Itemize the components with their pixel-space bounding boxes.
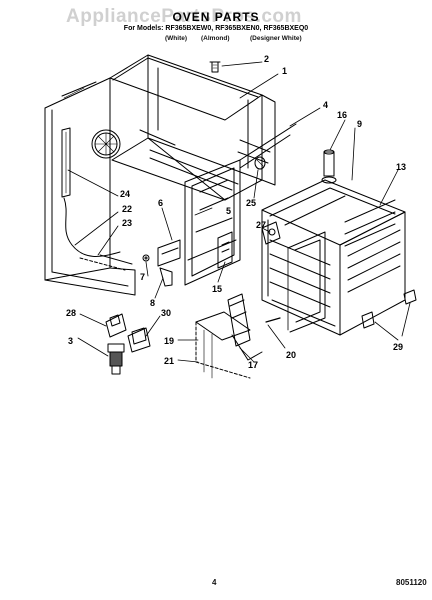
- callout-25: 25: [246, 198, 256, 208]
- callout-23: 23: [122, 218, 132, 228]
- model-numbers: For Models: RF365BXEW0, RF365BXEN0, RF36…: [123, 25, 309, 32]
- front-frame-part: [184, 123, 297, 286]
- light-socket-part: [321, 149, 337, 184]
- screw-part: [209, 61, 221, 73]
- latch-assembly-part: [142, 239, 181, 287]
- callout-17: 17: [248, 360, 258, 370]
- clip-part: [361, 289, 417, 329]
- callout-3: 3: [68, 336, 73, 346]
- callout-28: 28: [66, 308, 76, 318]
- page-title: OVEN PARTS: [172, 10, 260, 24]
- callout-30: 30: [161, 308, 171, 318]
- callout-1: 1: [282, 66, 287, 76]
- page-number: 4: [212, 578, 217, 587]
- callout-9: 9: [357, 119, 362, 129]
- terminal-block-part: [105, 313, 151, 375]
- light-lens-part: [254, 156, 266, 170]
- thermostat-bulb-part: [261, 221, 281, 245]
- watermark: AppliancePartsPros.com: [66, 6, 302, 27]
- callout-8: 8: [150, 298, 155, 308]
- callout-27: 27: [256, 220, 266, 230]
- callout-4: 4: [323, 100, 328, 110]
- callout-16: 16: [337, 110, 347, 120]
- callout-7: 7: [140, 272, 145, 282]
- callout-29: 29: [393, 342, 403, 352]
- oven-cavity-part: [261, 179, 406, 336]
- callout-6: 6: [158, 198, 163, 208]
- color-designer-white: (Designer White): [250, 35, 302, 42]
- callout-labels: 1 2 3 4 5 6 7 8 9 13 15 16 17 19 20 21 2…: [66, 54, 406, 370]
- callout-24: 24: [120, 189, 130, 199]
- callout-21: 21: [164, 356, 174, 366]
- lower-latch-part: [195, 293, 281, 379]
- callout-19: 19: [164, 336, 174, 346]
- color-almond: (Almond): [201, 35, 230, 42]
- wire-harness-part: [63, 197, 133, 271]
- color-white: (White): [165, 35, 188, 42]
- callout-22: 22: [122, 204, 132, 214]
- callout-13: 13: [396, 162, 406, 172]
- bracket-part: [217, 231, 233, 269]
- insulation-strip-part: [61, 127, 71, 198]
- callout-2: 2: [264, 54, 269, 64]
- leader-lines: [67, 61, 411, 363]
- callout-20: 20: [286, 350, 296, 360]
- oven-shell-part: [44, 54, 276, 296]
- callout-15: 15: [212, 284, 222, 294]
- callout-5: 5: [226, 206, 231, 216]
- document-number: 8051120: [396, 578, 427, 587]
